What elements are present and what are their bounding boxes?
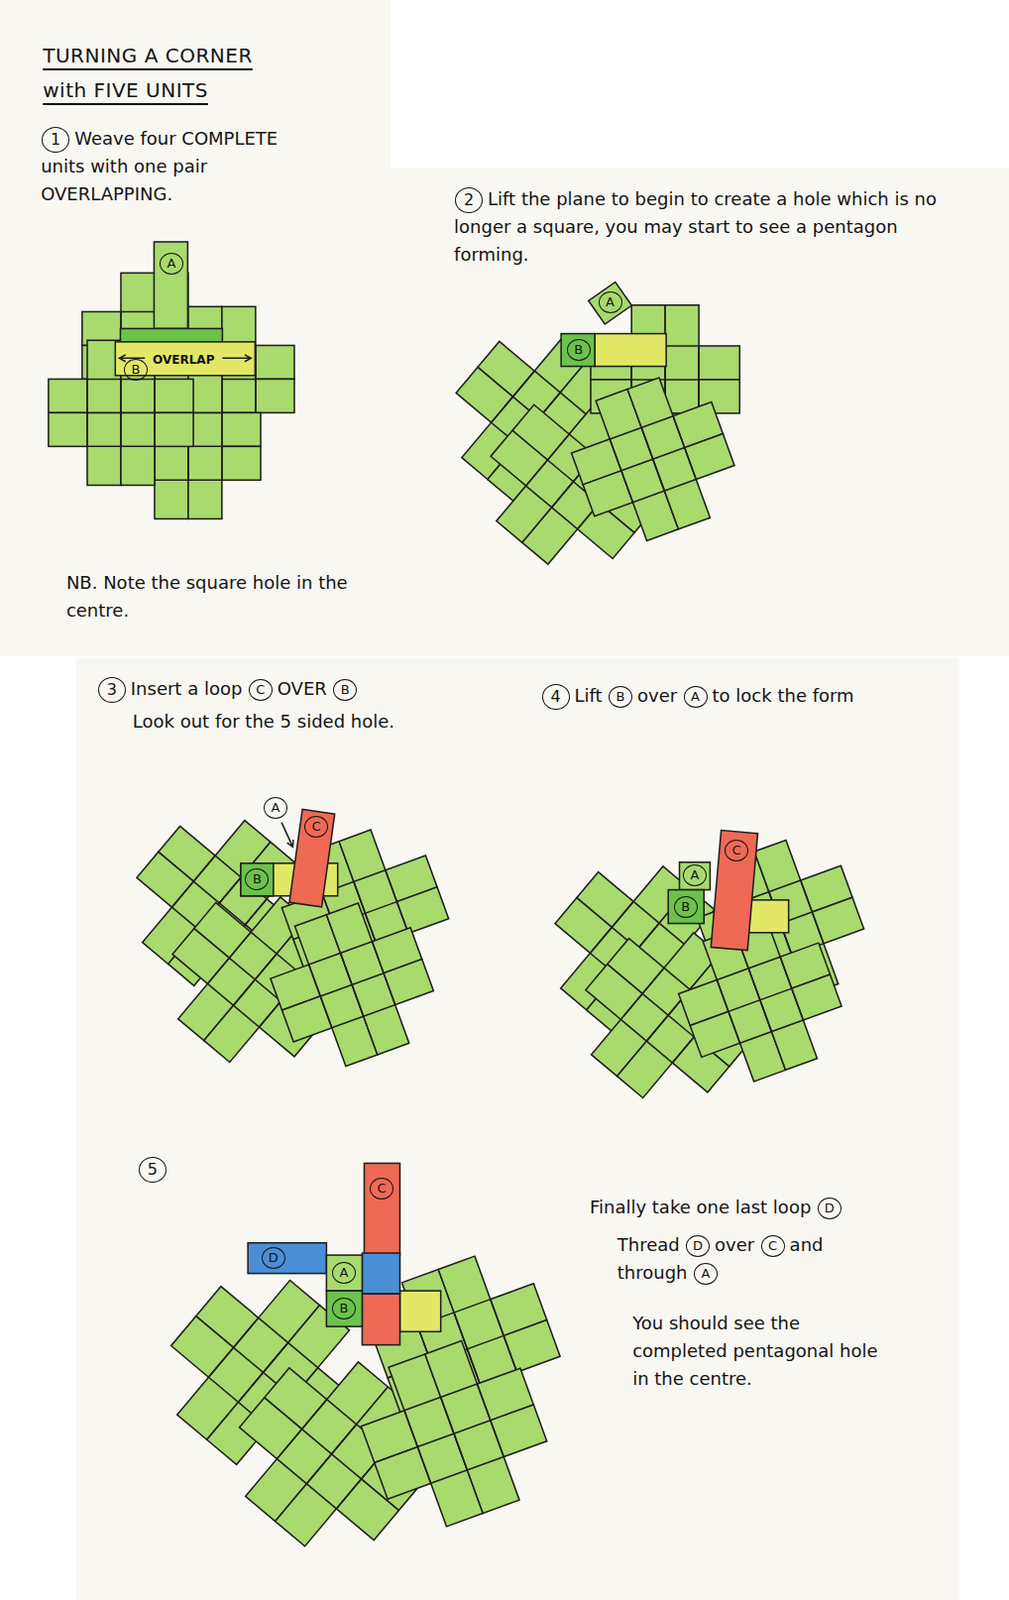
strip-a [153, 241, 188, 329]
figure-label: A [159, 252, 184, 275]
callout-letter: B [333, 678, 357, 701]
grid-lines [276, 1399, 386, 1509]
loop-c [710, 830, 758, 951]
figure-label: A [263, 796, 288, 819]
callout-letter: C [248, 678, 273, 701]
paper-panel [0, 168, 1009, 657]
instruction-block: 1Weave four COMPLETE units with one pair… [40, 124, 304, 209]
instruction-text: Lift the plane to begin to create a hole… [453, 188, 937, 265]
callout-letter: B [608, 685, 633, 708]
figure-label: B [123, 358, 148, 381]
callout-letter: C [761, 1234, 785, 1257]
figure-label: A [332, 1261, 356, 1284]
instruction-text: Weave four COMPLETE units with one pair … [40, 127, 278, 205]
callout-letter: A [693, 1262, 718, 1285]
overlap-label: OVERLAP [152, 352, 215, 367]
callout-arrow [281, 822, 294, 848]
loop-c [363, 1162, 400, 1255]
callout-letter: A [683, 685, 708, 708]
instruction-text: You should see the completed pentagonal … [632, 1312, 878, 1389]
figure-label: OVERLAP [152, 348, 215, 368]
strip-a [679, 862, 711, 891]
instruction-block: 5 [137, 1154, 198, 1183]
strip-b [240, 863, 274, 897]
figure-label: B [332, 1297, 356, 1320]
callout-letter: C [369, 1177, 394, 1200]
callout-letter: B [566, 338, 591, 361]
callout-letter: D [817, 1197, 842, 1220]
weave-unit [256, 889, 449, 1081]
figure-label: C [304, 815, 329, 838]
overlap-strip [399, 1290, 441, 1332]
callout-letter: B [332, 1297, 356, 1320]
instruction-text: Insert a loop [130, 677, 243, 699]
figure-label: C [724, 839, 749, 862]
loop-d [247, 1242, 327, 1274]
strip-b [560, 334, 595, 367]
callout-letter: C [304, 815, 329, 838]
instruction-text: NB. Note the square hole in the centre. [66, 571, 348, 621]
overlap-strip [594, 334, 667, 367]
instruction-text: Lift [574, 684, 603, 706]
figure-label: C [369, 1177, 394, 1200]
figure-label: B [566, 338, 591, 361]
figure-label: B [244, 868, 269, 891]
callout-letter: D [685, 1234, 710, 1257]
callout-letter: B [244, 868, 269, 891]
figure-label: A [682, 864, 707, 887]
grid-lines [609, 416, 696, 503]
instruction-text: over [637, 684, 677, 706]
loop-c-cell [361, 1293, 400, 1345]
callout-letter: C [724, 839, 749, 862]
instruction-block: 3Insert a loopCOVERB [97, 674, 494, 703]
step-number: 4 [542, 683, 570, 710]
instruction-text: Thread [617, 1233, 680, 1255]
instruction-text: OVER [277, 677, 328, 699]
callout-letter: A [263, 796, 288, 819]
instruction-text: to lock the form [712, 684, 855, 706]
instruction-text: Look out for the 5 sided hole. [132, 710, 395, 732]
instruction-block: 4LiftBover Ato lock the form [541, 681, 869, 710]
callout-letter: B [123, 358, 148, 381]
weave-unit [557, 363, 749, 556]
step-number: 3 [98, 676, 126, 703]
strip-a [326, 1254, 362, 1291]
step-number: 5 [138, 1156, 167, 1183]
weave-unit [345, 1325, 563, 1543]
strip [119, 328, 223, 342]
grid-lines [87, 378, 155, 447]
instruction-block: You should see the completed pentagonal … [632, 1309, 886, 1393]
callout-letter: B [673, 896, 698, 918]
grid-lines [309, 941, 396, 1028]
grid-lines [716, 956, 803, 1043]
figure-label: A [598, 291, 623, 314]
grid-lines [404, 1383, 504, 1483]
callout-letter: A [598, 291, 623, 314]
instruction-block: ThreadDoverCand throughA [617, 1231, 886, 1287]
instruction-block: Finally take one last loop D [589, 1193, 977, 1222]
callout-letter: A [682, 864, 707, 887]
instruction-block: 2Lift the plane to begin to create a hol… [453, 185, 950, 269]
instruction-text: over [714, 1233, 755, 1255]
instruction-block: Look out for the 5 sided hole. [132, 707, 421, 736]
step-number: 1 [41, 126, 70, 153]
overlap-arrow [222, 354, 251, 362]
callout-letter: D [261, 1246, 286, 1269]
paper-panel [76, 658, 959, 1600]
loop-c [289, 808, 336, 906]
loop-d-cell [361, 1252, 400, 1294]
figure-label: D [261, 1246, 286, 1269]
step-number: 2 [454, 187, 483, 214]
callout-letter: A [159, 252, 184, 275]
strip-a [588, 281, 633, 325]
instruction-block: NB. Note the square hole in the centre. [66, 568, 364, 625]
strip-b [668, 890, 704, 924]
strip-b [326, 1290, 362, 1327]
figure-label: B [673, 896, 698, 918]
instruction-text: Finally take one last loop [589, 1196, 811, 1218]
diagram-title: TURNING A CORNER with FIVE UNITS [42, 38, 281, 109]
callout-letter: A [332, 1261, 356, 1284]
